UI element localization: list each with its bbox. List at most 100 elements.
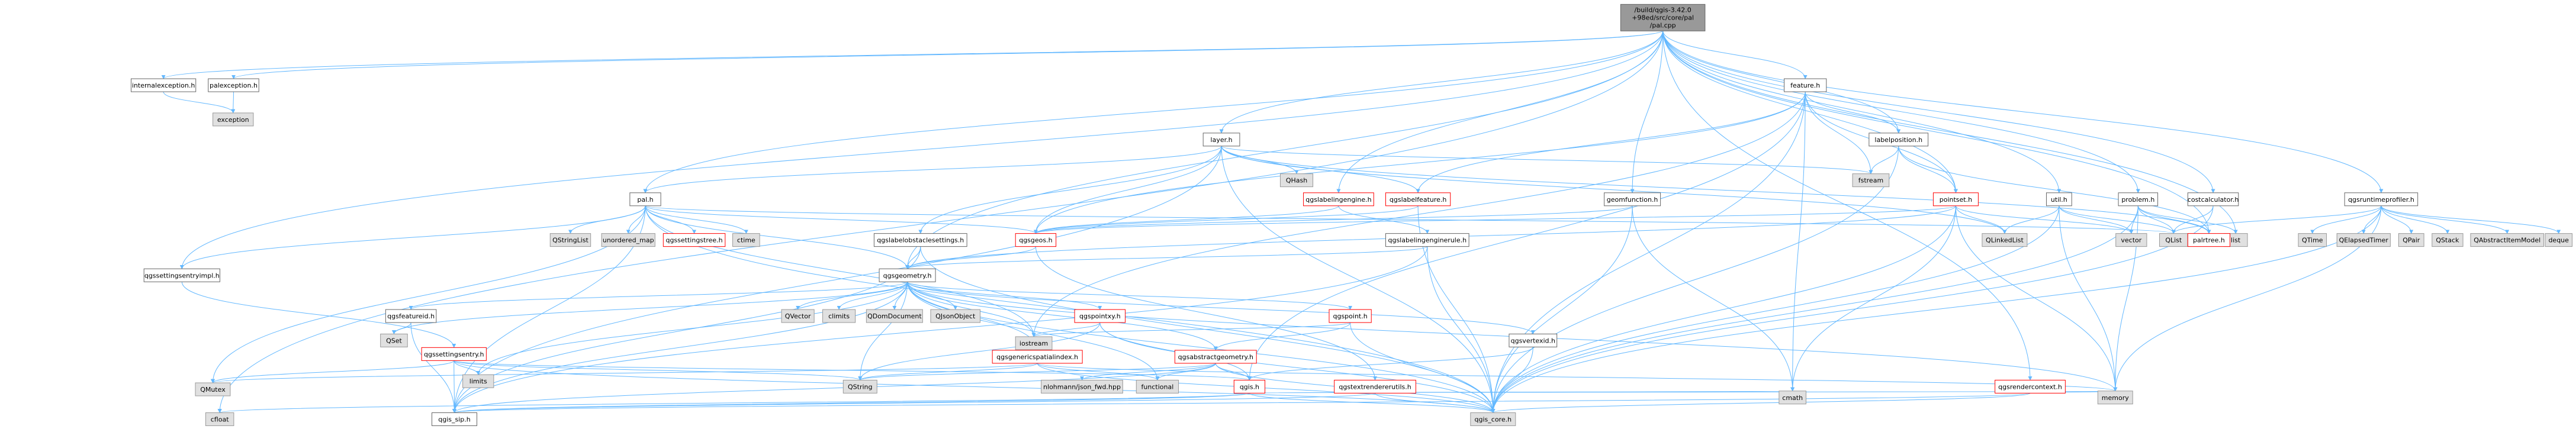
node-box-qgssettingsentry: [421, 347, 487, 361]
edge-labelposition-to-qgis_core: [1491, 146, 1899, 414]
edge-qgsgeometry-to-functional: [907, 282, 1160, 381]
node-box-layer: [1202, 133, 1240, 147]
node-qgspoint[interactable]: qgspoint.h: [1329, 309, 1372, 323]
edge-qgsgeometry-to-climits: [837, 282, 908, 310]
node-box-qgis_sip: [432, 412, 478, 426]
node-label-qdomdocument: QDomDocument: [867, 312, 922, 320]
node-qgslabelingenginerule[interactable]: qgslabelingenginerule.h: [1385, 233, 1469, 247]
node-box-qgsabstractgeometry: [1174, 350, 1257, 364]
node-qgis_core: qgis_core.h: [1470, 412, 1516, 426]
edge-qgslabelfeature-to-qgsgeos: [1034, 205, 1419, 234]
edge-qgsgenericspatialindex-to-qmutex: [211, 363, 1038, 383]
node-label-qgslabelingengine: qgslabelingengine.h: [1305, 196, 1371, 204]
node-qgssettingsentryimpl[interactable]: qgssettingsentryimpl.h: [143, 268, 220, 282]
node-limits: limits: [462, 374, 494, 388]
node-qgis_h[interactable]: qgis.h: [1233, 379, 1266, 393]
node-box-qgssettingstree: [663, 233, 726, 247]
node-qgssettingsentry[interactable]: qgssettingsentry.h: [421, 347, 487, 361]
edge-layer-to-fstream: [1221, 146, 1873, 175]
edge-feature-to-qgslabelfeature: [1416, 92, 1806, 193]
edge-qgsrendercontext-to-qgis_sip: [453, 392, 2031, 414]
node-qgslabelingengine[interactable]: qgslabelingengine.h: [1303, 192, 1374, 207]
node-qjsonobject: QJsonObject: [930, 309, 981, 323]
node-qgsvertexid[interactable]: qgsvertexid.h: [1509, 333, 1558, 347]
node-label-qgslabelobstaclesettings: qgslabelobstaclesettings.h: [877, 237, 964, 244]
edge-problem-to-qgis_core: [1491, 205, 2138, 414]
node-qstack: QStack: [2432, 233, 2464, 247]
node-box-exception: [213, 112, 254, 127]
node-palexception[interactable]: palexception.h: [208, 78, 259, 92]
node-problem[interactable]: problem.h: [2118, 192, 2159, 207]
node-box-qgsrendercontext: [1995, 379, 2066, 393]
node-box-qpair: [2398, 233, 2424, 247]
node-box-qset: [380, 333, 408, 347]
node-box-qhash: [1279, 173, 1314, 188]
node-qgspointxy[interactable]: qgspointxy.h: [1074, 309, 1126, 323]
node-feature[interactable]: feature.h: [1784, 78, 1827, 92]
node-label-qgis_h: qgis.h: [1240, 383, 1259, 391]
node-box-qgsgeos: [1015, 233, 1057, 247]
node-qgsfeatureid[interactable]: qgsfeatureid.h: [385, 309, 437, 323]
node-qgsrendercontext[interactable]: qgsrendercontext.h: [1995, 379, 2066, 393]
node-qgssettingstree[interactable]: qgssettingstree.h: [663, 233, 726, 247]
node-qgsgenericspatialindex[interactable]: qgsgenericspatialindex.h: [992, 350, 1083, 364]
node-label-exception: exception: [217, 116, 249, 124]
node-label-cfloat: cfloat: [211, 415, 229, 423]
edge-qgsfeatureid-to-qset: [391, 322, 411, 335]
edge-qgsgeometry-to-qdomdocument: [892, 282, 908, 310]
edge-qgsrendercontext-to-qgis_core: [1491, 392, 2031, 414]
node-label-qpair: QPair: [2403, 237, 2420, 244]
edge-util-to-qlist: [2059, 205, 2176, 234]
node-pointset[interactable]: pointset.h: [1932, 192, 1979, 207]
edge-layer-to-qgis_sip: [452, 146, 1222, 414]
node-costcalculator[interactable]: costcalculator.h: [2188, 192, 2239, 207]
node-root[interactable]: /build/qgis-3.42.0+98ed/src/core/pal/pal…: [1620, 4, 1706, 31]
edge-palexception-to-exception: [231, 92, 236, 114]
node-geomfunction[interactable]: geomfunction.h: [1604, 192, 1661, 207]
node-qgsruntimeprofiler[interactable]: qgsruntimeprofiler.h: [2344, 192, 2419, 207]
node-box-qgis_h: [1233, 379, 1266, 393]
node-labelposition[interactable]: labelposition.h: [1869, 133, 1929, 147]
node-qgsgeos[interactable]: qgsgeos.h: [1015, 233, 1057, 247]
node-label-qelapsedtimer: QElapsedTimer: [2339, 237, 2389, 244]
node-box-feature: [1784, 78, 1827, 92]
node-qgis_sip[interactable]: qgis_sip.h: [432, 412, 478, 426]
node-box-qgstextrendererutils: [1334, 379, 1416, 393]
edge-qgsvertexid-to-qgis_core: [1491, 347, 1533, 414]
node-qgsabstractgeometry[interactable]: qgsabstractgeometry.h: [1174, 350, 1257, 364]
edge-feature-to-qgis_h: [1247, 92, 1806, 381]
node-qgstextrendererutils[interactable]: qgstextrendererutils.h: [1334, 379, 1416, 393]
node-qgslabelobstaclesettings[interactable]: qgslabelobstaclesettings.h: [873, 233, 967, 247]
node-pal[interactable]: pal.h: [629, 192, 661, 207]
node-layer[interactable]: layer.h: [1202, 133, 1240, 147]
edge-feature-to-qgsgeos: [1033, 92, 1806, 234]
node-box-qabstractitemmodel: [2470, 233, 2544, 247]
node-qgslabelfeature[interactable]: qgslabelfeature.h: [1385, 192, 1451, 207]
edge-qgspoint-to-qgis_core: [1350, 322, 1496, 414]
node-qabstractitemmodel: QAbstractItemModel: [2470, 233, 2544, 247]
edge-qgspoint-to-qgsabstractgeometry: [1213, 322, 1351, 351]
node-label-qgsgeometry: qgsgeometry.h: [883, 272, 932, 279]
node-internalexception[interactable]: internalexception.h: [130, 78, 197, 92]
node-box-qjsonobject: [930, 309, 981, 323]
node-box-cfloat: [205, 412, 234, 426]
node-qgsgeometry[interactable]: qgsgeometry.h: [879, 268, 936, 282]
edge-qgsabstractgeometry-to-qstring: [858, 363, 1216, 381]
edge-qgslabelingenginerule-to-qgsgeometry: [905, 246, 1428, 269]
node-paltree[interactable]: palrtree.h: [2187, 233, 2231, 247]
edge-geomfunction-to-cmath: [1632, 205, 1795, 392]
node-label-list: list: [2231, 237, 2241, 244]
file-nodes: /build/qgis-3.42.0+98ed/src/core/pal/pal…: [130, 4, 2572, 426]
node-box-pointset: [1932, 192, 1979, 207]
node-label-vector: vector: [2121, 237, 2141, 244]
node-label-ctime: ctime: [737, 237, 755, 244]
edge-root-to-paltree: [1662, 30, 2211, 234]
node-label-qgstextrendererutils: qgstextrendererutils.h: [1339, 383, 1411, 391]
edge-pal-to-qgsgeometry: [645, 205, 910, 269]
node-box-fstream: [1852, 173, 1890, 188]
node-util[interactable]: util.h: [2046, 192, 2072, 207]
node-box-qgslabelfeature: [1385, 192, 1451, 207]
edge-qgsvertexid-to-qgis_h: [1247, 347, 1533, 381]
edge-qgspoint-to-iostream: [1031, 322, 1351, 337]
edge-problem-to-list: [2137, 205, 2238, 234]
